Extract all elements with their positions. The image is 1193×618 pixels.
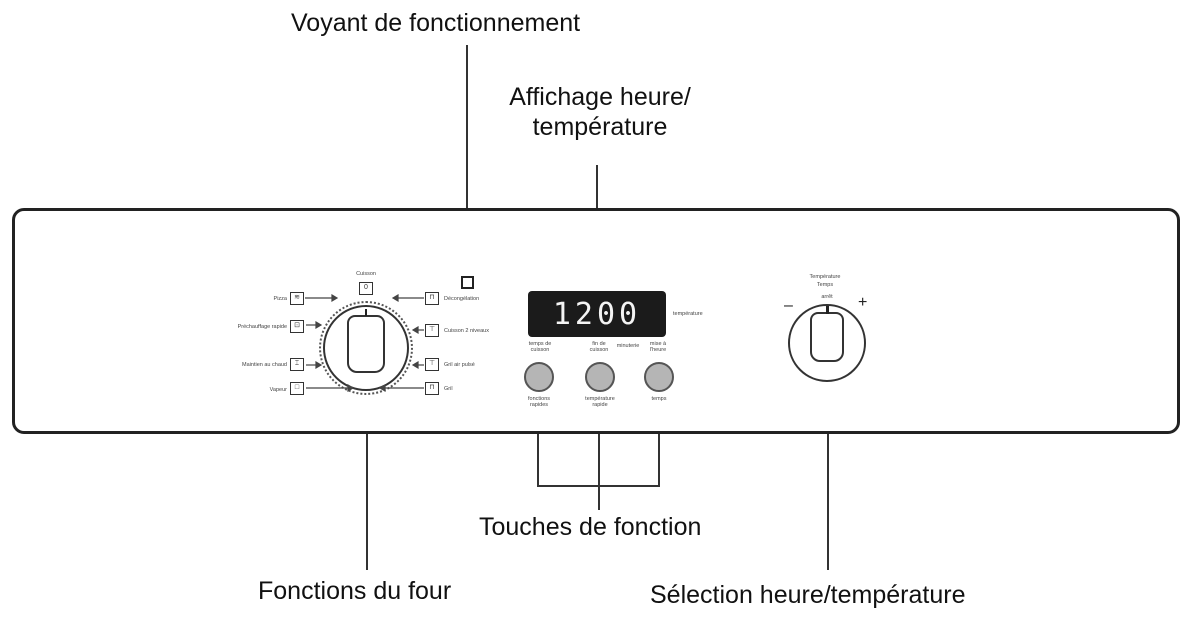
function-right-label-3: Gril air pulsé (444, 362, 475, 368)
function-left-label-3: Maintien au chaud (242, 362, 287, 368)
function-button-3-label: temps (651, 396, 667, 402)
time-temperature-display: 1200 (528, 291, 666, 337)
function-button-3[interactable] (644, 362, 674, 392)
plus-icon: + (858, 294, 868, 311)
temperature-knob-indicator (826, 306, 829, 314)
temp-knob-label-line1: Température (809, 274, 841, 280)
display-label-cook-time: temps de cuisson (528, 341, 552, 354)
temp-knob-label-line2: Temps (816, 282, 834, 288)
callout-affichage-line1: Affichage heure/ (509, 83, 691, 111)
fan-grill-icon: ⊤ (425, 358, 439, 371)
function-knob-indicator (365, 309, 367, 316)
display-label-clock: mise à l'heure (649, 341, 667, 354)
callout-fonctions: Fonctions du four (258, 577, 452, 605)
callout-affichage: Affichage heure/ température (509, 82, 691, 142)
operating-light (461, 276, 474, 289)
function-button-1-label: fonctions rapides (527, 396, 550, 409)
function-left-label-2: Préchauffage rapide (237, 324, 287, 330)
function-left-label-4: Vapeur (269, 387, 287, 393)
two-level-icon: ⊤ (425, 324, 439, 337)
temperature-knob-grip (810, 312, 844, 362)
function-knob-grip (347, 315, 385, 373)
function-knob-ring (319, 301, 413, 395)
function-top-icon: 0 (359, 282, 373, 295)
callout-touches: Touches de fonction (479, 513, 702, 541)
callout-voyant: Voyant de fonctionnement (291, 9, 581, 37)
pizza-icon: ≋ (290, 292, 304, 305)
function-button-2[interactable] (585, 362, 615, 392)
callout-selection: Sélection heure/température (650, 581, 966, 609)
function-right-label-1: Décongélation (444, 296, 480, 302)
function-left-label-1: Pizza (273, 296, 287, 302)
display-label-end-time: fin de cuisson (589, 341, 609, 354)
minus-icon: – (784, 297, 793, 314)
temp-knob-center-label: arrêt (821, 294, 833, 300)
grill-icon: ⊓ (425, 382, 439, 395)
display-side-label: température (673, 311, 703, 317)
callout-affichage-line2: température (532, 113, 668, 141)
function-button-1[interactable] (524, 362, 554, 392)
display-label-timer: minuterie (616, 343, 640, 349)
preheat-icon: ⊡ (290, 320, 304, 333)
steam-icon: □ (290, 382, 304, 395)
function-right-label-2: Cuisson 2 niveaux (444, 328, 489, 334)
function-top-label: Cuisson (356, 271, 376, 277)
function-right-label-4: Gril (444, 386, 453, 392)
keep-warm-icon: ⌶ (290, 358, 304, 371)
defrost-icon: ⊓ (425, 292, 439, 305)
function-button-2-label: température rapide (585, 396, 615, 409)
